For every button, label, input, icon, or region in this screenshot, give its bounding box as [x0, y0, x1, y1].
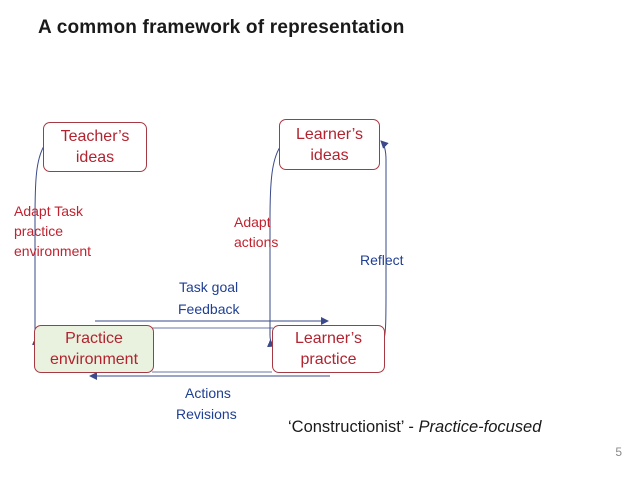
revisions-label: Revisions [176, 406, 237, 422]
learners-ideas-label: Learner’s ideas [295, 125, 363, 164]
slide-caption: ‘Constructionist’ - Practice-focused [288, 418, 541, 437]
actions-label: Actions [185, 385, 231, 401]
reflect-label: Reflect [360, 252, 404, 268]
slide-title: A common framework of representation [38, 17, 405, 38]
learners-ideas-box: Learner’s ideas [279, 119, 380, 170]
feedback-label: Feedback [178, 301, 240, 317]
adapt-actions-label: Adapt actions [234, 214, 279, 250]
learners-practice-box: Learner’s practice [272, 325, 385, 373]
caption-italic: Practice-focused [418, 418, 542, 436]
learners-practice-label: Learner’s practice [294, 330, 362, 368]
page-number: 5 [615, 445, 622, 459]
practice-environment-box: Practice environment [34, 325, 154, 373]
task-goal-label: Task goal [179, 279, 239, 295]
caption-quoted: ‘Constructionist’ - [288, 418, 419, 436]
practice-environment-label: Practice environment [49, 330, 139, 368]
adapt-task-label: Adapt Task practice environment [14, 203, 92, 259]
teachers-ideas-label: Teacher’s ideas [60, 128, 130, 166]
arrow-reflect [380, 140, 389, 344]
teachers-ideas-box: Teacher’s ideas [43, 122, 147, 172]
